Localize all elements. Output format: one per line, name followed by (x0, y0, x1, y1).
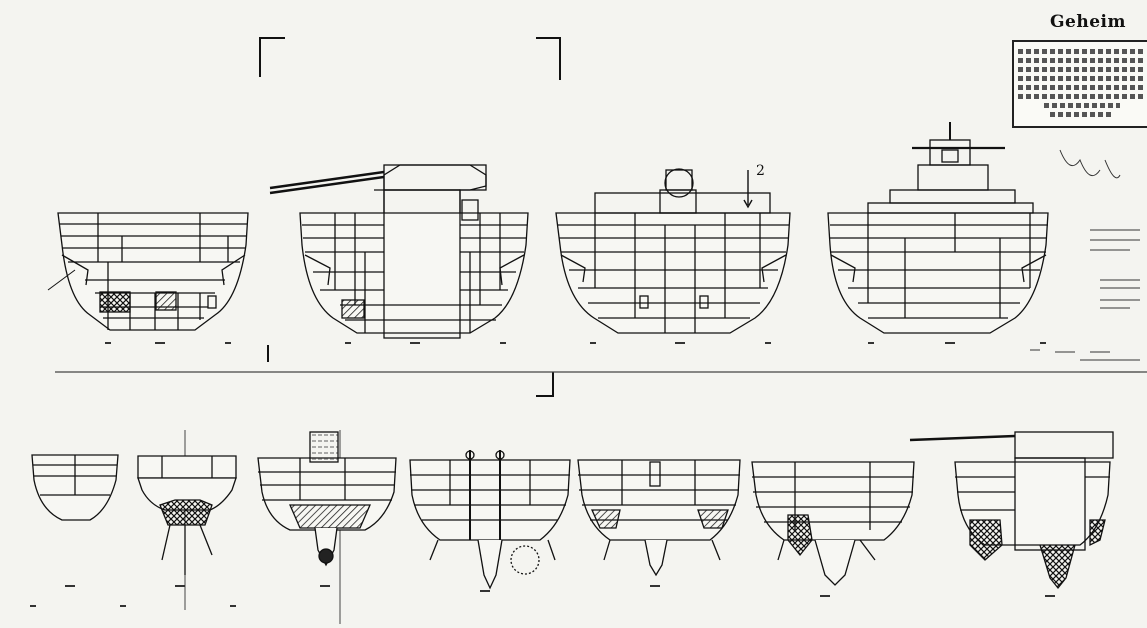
hull-section-lower-5 (577, 459, 741, 577)
classification-stamp: Geheim (1050, 12, 1126, 32)
frame-marks (30, 342, 1055, 607)
hull-section-lower-4 (409, 450, 571, 590)
crop-marks (259, 37, 561, 397)
reference-number: 2 (756, 163, 765, 179)
hull-section-upper-3 (555, 168, 791, 334)
hull-section-lower-7 (909, 431, 1114, 590)
hull-section-lower-2 (137, 455, 237, 575)
hull-section-upper-1 (47, 212, 249, 331)
secrecy-notice-box (1012, 40, 1147, 128)
hull-section-upper-2 (269, 164, 529, 339)
hull-section-lower-1 (31, 454, 119, 521)
hull-section-lower-6 (751, 461, 915, 586)
annotation-strokes (1030, 149, 1140, 373)
hull-section-upper-4 (827, 122, 1049, 334)
hull-section-lower-3 (257, 431, 397, 567)
